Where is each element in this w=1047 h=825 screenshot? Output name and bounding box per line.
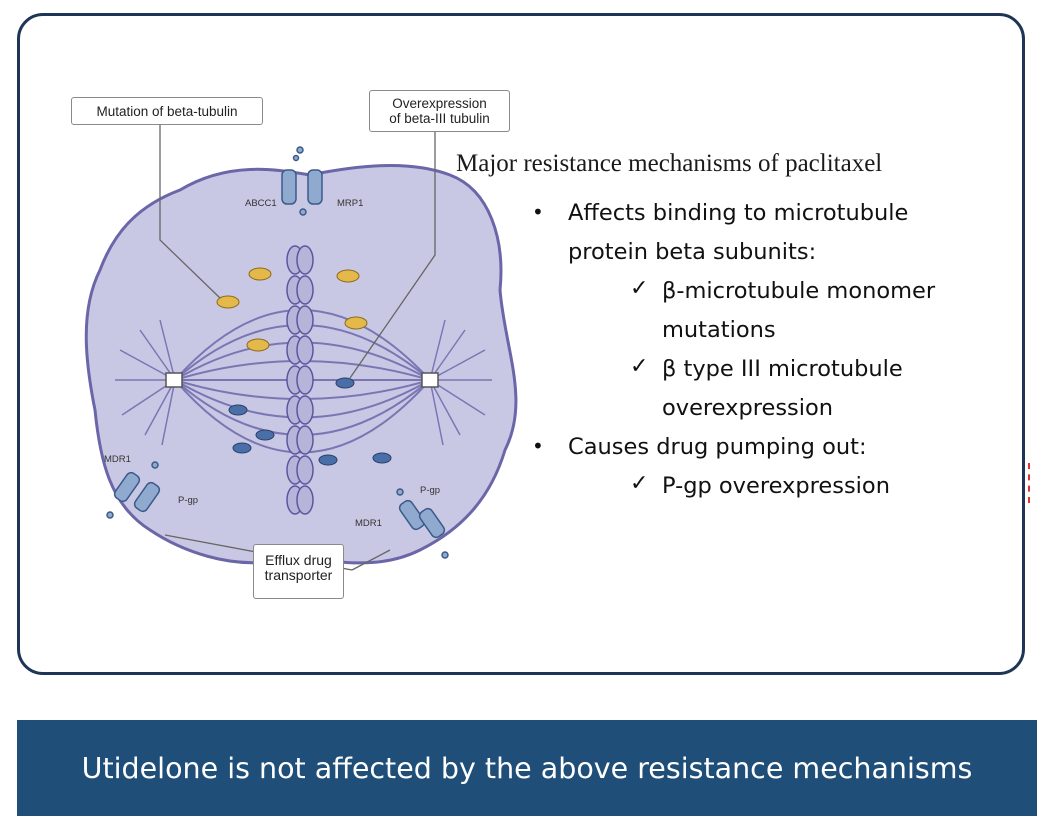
check-2: ✓ — [630, 354, 649, 379]
bullet2-text: Causes drug pumping out: — [568, 434, 867, 460]
bullet1-line1: Affects binding to microtubule — [568, 200, 909, 226]
check2-line2: overexpression — [662, 395, 834, 421]
centrosome-left — [165, 372, 183, 388]
callout-efflux: Efflux drug transporter — [253, 544, 344, 599]
bullet-2: • — [532, 434, 544, 458]
label-pgp-left: P-gp — [178, 495, 199, 506]
check1-line2: mutations — [662, 317, 776, 343]
chromosomes — [286, 245, 314, 515]
heading: Major resistance mechanisms of paclitaxe… — [456, 150, 883, 177]
conclusion-banner-text: Utidelone is not affected by the above r… — [81, 751, 973, 785]
centrosome-right — [421, 372, 439, 388]
callout-mutation-text: Mutation of beta-tubulin — [96, 104, 238, 119]
check2-line1: β type III microtubule — [662, 356, 903, 382]
label-abcc1: ABCC1 — [245, 198, 277, 209]
callout-overexpression: Overexpression of beta-III tubulin — [369, 90, 510, 132]
red-edge-mark — [1028, 463, 1032, 503]
check3-text: P-gp overexpression — [662, 473, 890, 499]
transporter-mdr1-left — [106, 461, 161, 519]
label-mrp1: MRP1 — [337, 198, 364, 209]
cell-illustration — [84, 125, 518, 571]
label-mdr1-left: MDR1 — [104, 454, 131, 465]
label-pgp-right: P-gp — [420, 485, 441, 496]
callout-overexpression-line2: of beta-III tubulin — [389, 111, 490, 126]
callout-overexpression-line1: Overexpression — [392, 96, 487, 111]
bullet1-line2: protein beta subunits: — [568, 239, 817, 265]
transporter-mdr1-right — [396, 488, 449, 559]
callout-efflux-line1: Efflux drug — [265, 552, 332, 568]
check-3: ✓ — [630, 471, 649, 496]
beta3-markers — [228, 377, 392, 466]
cell-membrane — [84, 164, 518, 565]
transporter-abcc1-mrp1 — [281, 146, 323, 216]
label-mdr1-right: MDR1 — [355, 518, 382, 529]
callout-mutation: Mutation of beta-tubulin — [71, 97, 263, 125]
callout-efflux-line2: transporter — [264, 567, 333, 583]
conclusion-banner: Utidelone is not affected by the above r… — [17, 720, 1037, 816]
check-1: ✓ — [630, 276, 649, 301]
check1-line1: β-microtubule monomer — [662, 278, 936, 304]
mutation-markers — [216, 267, 368, 352]
astral-rays-right — [429, 319, 492, 446]
bullet-1: • — [532, 200, 544, 224]
